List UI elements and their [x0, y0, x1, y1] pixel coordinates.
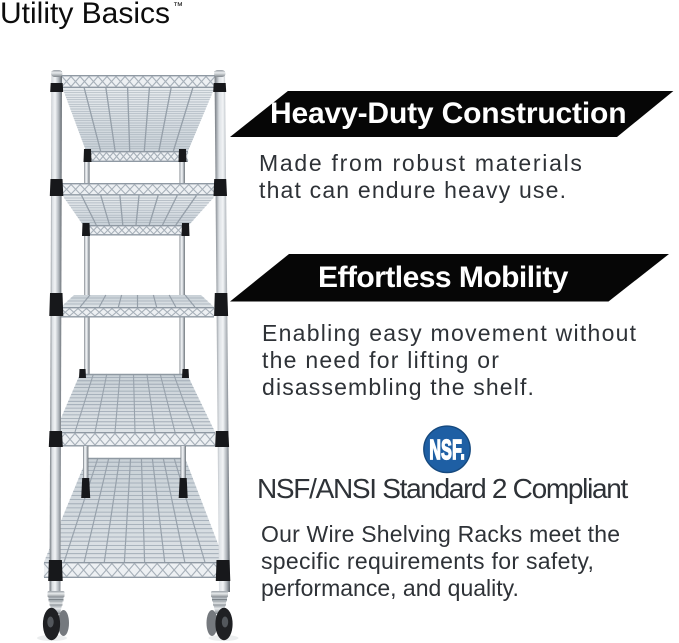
svg-text:NSF.: NSF.	[429, 433, 465, 465]
